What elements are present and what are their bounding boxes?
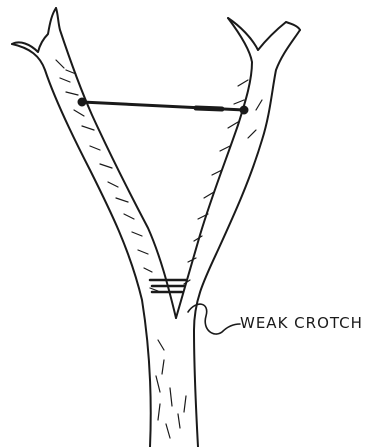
cable-anchor-left (78, 98, 86, 106)
right-branch-inner-edge (176, 18, 252, 318)
left-branch-inner-edge (56, 8, 176, 318)
cable-turnbuckle (196, 108, 222, 109)
bark-texture (56, 60, 262, 438)
cable-brace (78, 98, 248, 114)
tree-outline (12, 8, 300, 447)
weak-crotch-label: WEAK CROTCH (240, 314, 363, 332)
cable-anchor-right (240, 106, 248, 114)
